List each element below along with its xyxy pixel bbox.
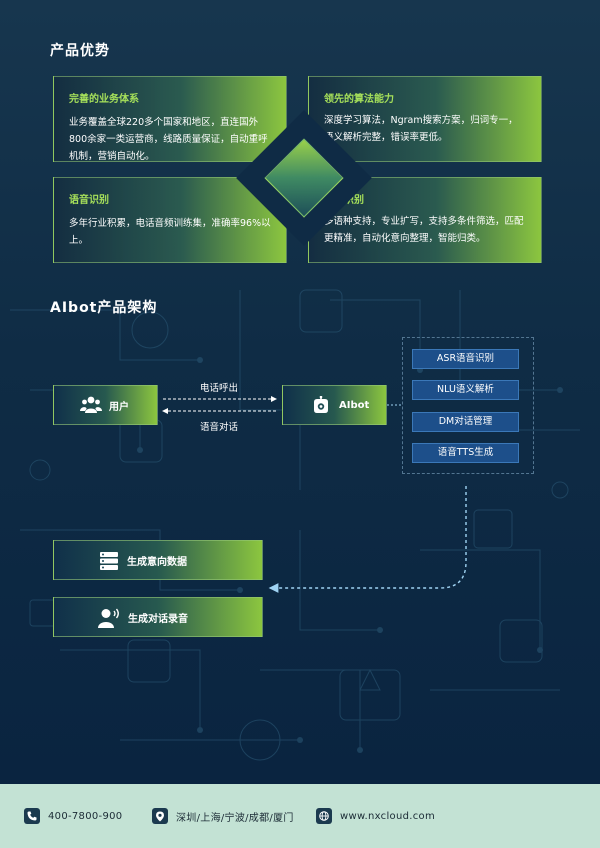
card-text: 多年行业积累，电话音频训练集，准确率96%以上。 (69, 218, 271, 246)
location-icon (152, 808, 168, 824)
advantages-title: 产品优势 (50, 43, 110, 59)
output-dialog-label: 生成对话录音 (128, 613, 188, 625)
robot-icon (314, 396, 328, 413)
advantage-card-speech: 语音识别 多年行业积累，电话音频训练集，准确率96%以上。 (53, 177, 287, 263)
user-label: 用户 (109, 401, 129, 413)
advantage-card-algorithm: 领先的算法能力 深度学习算法，Ngram搜索方案，归词专一，语义解析完整，错误率… (308, 76, 542, 162)
locations-text: 深圳/上海/宁波/成都/厦门 (176, 812, 294, 824)
aibot-node: AIbot (282, 385, 387, 425)
users-icon (80, 396, 102, 413)
database-icon (100, 552, 118, 570)
aibot-label: AIbot (339, 399, 370, 411)
module-frame (402, 337, 534, 474)
page-body: 产品优势 完善的业务体系 业务覆盖全球220多个国家和地区，直连国外800余家一… (0, 0, 600, 784)
card-text: 深度学习算法，Ngram搜索方案，归词专一，语义解析完整，错误率更低。 (324, 115, 518, 143)
output-dialog-recording: 生成对话录音 (53, 597, 263, 637)
card-title: 领先的算法能力 (324, 94, 394, 105)
phone-icon (24, 808, 40, 824)
module-dm: DM对话管理 (412, 412, 519, 432)
architecture-title: AIbot产品架构 (50, 300, 158, 316)
user-node: 用户 (53, 385, 158, 425)
output-intent-data: 生成意向数据 (53, 540, 263, 580)
globe-icon (316, 808, 332, 824)
footer-locations: 深圳/上海/宁波/成都/厦门 (152, 808, 294, 824)
website-link[interactable]: www.nxcloud.com (340, 810, 435, 822)
module-asr: ASR语音识别 (412, 349, 519, 369)
footer: 400-7800-900 深圳/上海/宁波/成都/厦门 www.nxcloud.… (0, 784, 600, 848)
phone-text: 400-7800-900 (48, 810, 123, 822)
module-nlu: NLU语义解析 (412, 380, 519, 400)
card-title: 语音识别 (69, 195, 109, 206)
footer-website[interactable]: www.nxcloud.com (316, 808, 435, 824)
module-tts: 语音TTS生成 (412, 443, 519, 463)
dialog-label: 语音对话 (200, 422, 239, 433)
card-text: 多语种支持，专业扩写，支持多条件筛选，匹配更精准，自动化意向整理，智能归类。 (324, 216, 524, 244)
advantage-card-business: 完善的业务体系 业务覆盖全球220多个国家和地区，直连国外800余家一类运营商，… (53, 76, 287, 162)
call-out-label: 电话呼出 (200, 383, 239, 394)
footer-phone: 400-7800-900 (24, 808, 122, 824)
speaker-icon (98, 608, 119, 628)
card-text: 业务覆盖全球220多个国家和地区，直连国外800余家一类运营商，线路质量保证，自… (69, 117, 268, 162)
output-intent-label: 生成意向数据 (127, 556, 187, 568)
card-title: 完善的业务体系 (69, 94, 139, 105)
